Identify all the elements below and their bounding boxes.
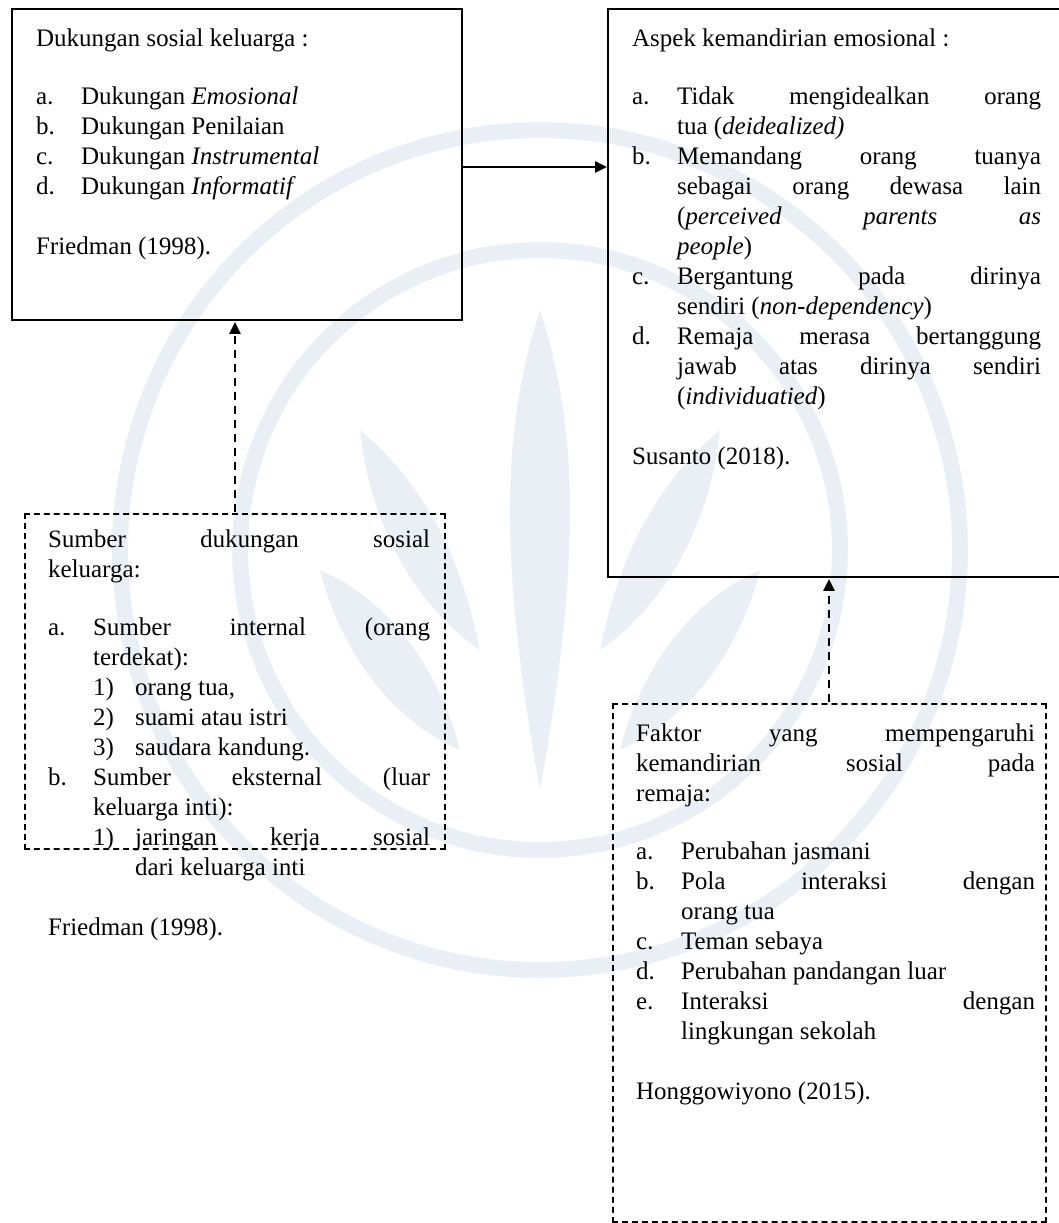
list-item: c. Bergantung pada dirinya sendiri (non-…	[632, 262, 1041, 322]
list-marker: c.	[632, 263, 650, 290]
list-text: Dukungan Instrumental	[81, 143, 320, 170]
list-item: a. Sumber internal (orang terdekat):	[48, 613, 430, 673]
list-marker: a.	[36, 83, 54, 110]
list-text: Perubahan pandangan luar	[681, 958, 947, 985]
list-text: Tidak mengidealkan orang tua (deidealize…	[677, 83, 1041, 140]
list-item: d. Perubahan pandangan luar	[636, 957, 1035, 987]
list-item: d. Remaja merasa bertanggung jawab atas …	[632, 322, 1041, 412]
list-item: a. Tidak mengidealkan orang tua (deideal…	[632, 82, 1041, 142]
list-text: Pola interaksi dengan orang tua	[681, 868, 1035, 925]
list-item: b. Memandang orang tuanya sebagai orang …	[632, 142, 1041, 262]
list-marker: e.	[636, 988, 654, 1015]
list-marker: b.	[636, 868, 655, 895]
list-item: c. Teman sebaya	[636, 927, 1035, 957]
list-text: Dukungan Emosional	[81, 83, 299, 110]
list-text: Memandang orang tuanya sebagai orang dew…	[677, 143, 1041, 260]
citation: Friedman (1998).	[36, 233, 211, 260]
list-marker: c.	[36, 143, 54, 170]
list-marker: a.	[48, 614, 66, 641]
list-text: Bergantung pada dirinya sendiri (non-dep…	[677, 263, 1041, 320]
list-item: b. Dukungan Penilaian	[36, 112, 441, 142]
list-text: Sumber internal (orang terdekat):	[93, 614, 430, 671]
citation: Honggowiyono (2015).	[636, 1078, 871, 1105]
list-text: Teman sebaya	[681, 928, 823, 955]
list-item: a. Dukungan Emosional	[36, 82, 441, 112]
list-marker: b.	[36, 113, 55, 140]
list-text: Remaja merasa bertanggung jawab atas dir…	[677, 323, 1041, 410]
box-faktor-kemandirian-sosial: Faktor yang mempengaruhi kemandirian sos…	[612, 703, 1047, 1223]
citation: Susanto (2018).	[632, 443, 791, 470]
list-marker: a.	[636, 838, 654, 865]
list-marker: d.	[636, 958, 655, 985]
list-marker: c.	[636, 928, 654, 955]
box-dukungan-sosial-keluarga: Dukungan sosial keluarga : a. Dukungan E…	[11, 8, 463, 321]
list-marker: d.	[36, 173, 55, 200]
box-aspek-kemandirian-emosional: Aspek kemandirian emosional : a. Tidak m…	[607, 8, 1059, 578]
box-title: Sumber dukungan sosial keluarga:	[48, 526, 430, 583]
list-item: c. Dukungan Instrumental	[36, 142, 441, 172]
list-item: d. Dukungan Informatif	[36, 172, 441, 202]
list-marker: d.	[632, 323, 651, 350]
sub-list-item: 2) suami atau istri	[93, 704, 288, 731]
list-text: Dukungan Penilaian	[81, 113, 285, 140]
citation: Friedman (1998).	[48, 914, 223, 941]
box-sumber-dukungan-sosial: Sumber dukungan sosial keluarga: a. Sumb…	[24, 513, 446, 941]
box-title: Faktor yang mempengaruhi kemandirian sos…	[636, 720, 1035, 807]
list-item: a. Perubahan jasmani	[636, 837, 1035, 867]
list-text: Perubahan jasmani	[681, 838, 871, 865]
box-title: Aspek kemandirian emosional :	[632, 25, 950, 52]
list-item: b. Sumber eksternal (luar keluarga inti)…	[48, 763, 430, 823]
sub-list-item: 1) orang tua,	[93, 674, 235, 701]
list-text: Interaksi dengan lingkungan sekolah	[681, 988, 1035, 1045]
sub-list-item: 1) jaringan kerja sosial dari keluarga i…	[93, 824, 430, 881]
sub-list-item: 3) saudara kandung.	[93, 734, 310, 761]
list-text: Sumber eksternal (luar keluarga inti):	[93, 764, 430, 821]
list-item: e. Interaksi dengan lingkungan sekolah	[636, 987, 1035, 1047]
box-title: Dukungan sosial keluarga :	[36, 25, 309, 52]
list-item: b. Pola interaksi dengan orang tua	[636, 867, 1035, 927]
list-marker: b.	[632, 143, 651, 170]
list-marker: a.	[632, 83, 650, 110]
list-text: Dukungan Informatif	[81, 173, 293, 200]
list-marker: b.	[48, 764, 67, 791]
